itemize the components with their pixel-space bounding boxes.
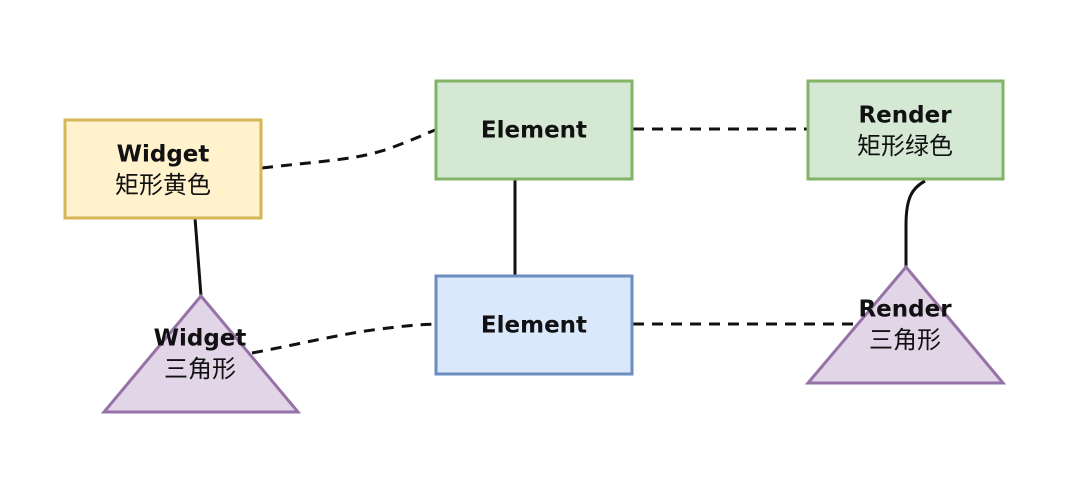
render-rect-shape <box>806 79 1005 181</box>
render-triangle-title: Render <box>858 297 952 323</box>
widget-rect-subtitle: 矩形黄色 <box>115 171 211 199</box>
element-blue-node: Element <box>434 274 634 376</box>
element-blue-shape <box>434 274 634 376</box>
widget-triangle-shape <box>100 293 302 414</box>
widget-triangle-subtitle: 三角形 <box>164 355 236 383</box>
render-rect-subtitle: 矩形绿色 <box>857 132 953 160</box>
element-blue-title: Element <box>481 313 587 339</box>
solid-edge-render-rect-to-render-triangle <box>904 179 926 267</box>
render-triangle-node: Render 三角形 <box>804 264 1007 385</box>
dashed-edge-widget-rect-to-element-green <box>261 128 436 170</box>
widget-rect-node: Widget 矩形黄色 <box>63 118 263 220</box>
render-triangle-subtitle: 三角形 <box>869 326 941 354</box>
dashed-edge-widget-triangle-to-element-blue <box>251 322 436 355</box>
widget-rect-shape <box>63 118 263 220</box>
element-green-shape <box>434 79 634 181</box>
widget-triangle-node: Widget 三角形 <box>100 293 302 414</box>
render-rect-node: Render 矩形绿色 <box>806 79 1005 181</box>
render-rect-title: Render <box>858 103 952 129</box>
widget-triangle-title: Widget <box>154 326 247 352</box>
element-green-node: Element <box>434 79 634 181</box>
edges <box>193 127 926 355</box>
widget-rect-title: Widget <box>117 142 210 168</box>
element-green-title: Element <box>481 118 587 144</box>
solid-edge-widget-rect-to-widget-triangle <box>193 217 203 297</box>
render-triangle-shape <box>804 264 1007 385</box>
